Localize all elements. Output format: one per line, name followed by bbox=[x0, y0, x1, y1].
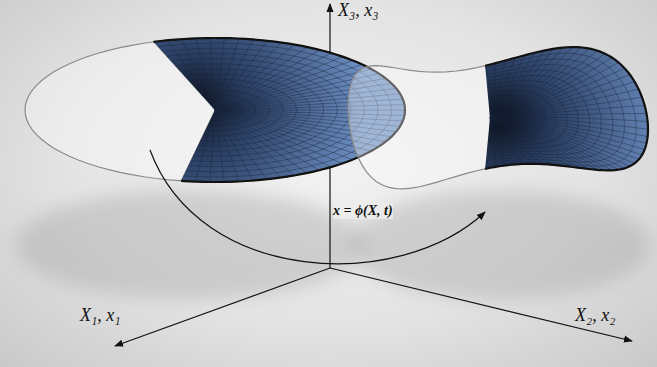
mesh-line bbox=[490, 118, 495, 167]
mapping-label: x = ϕ(X, t) bbox=[333, 203, 393, 219]
mesh-line bbox=[210, 110, 215, 182]
mesh-line bbox=[215, 60, 353, 110]
mesh-line bbox=[486, 53, 636, 166]
mesh-line bbox=[490, 118, 605, 170]
mesh-line bbox=[490, 118, 554, 165]
mesh-line bbox=[215, 65, 362, 110]
mesh-line bbox=[490, 118, 597, 170]
mesh-line bbox=[215, 110, 371, 151]
mesh-line bbox=[490, 118, 612, 170]
mesh-line bbox=[490, 118, 589, 169]
mesh-line bbox=[490, 47, 581, 118]
mesh-line bbox=[215, 110, 331, 167]
mesh-line bbox=[490, 118, 534, 164]
reference-surface bbox=[348, 47, 648, 189]
mesh-line bbox=[490, 75, 630, 118]
mesh-line bbox=[490, 118, 505, 165]
mesh-line bbox=[215, 110, 281, 178]
mesh-line bbox=[210, 38, 215, 110]
mesh-line bbox=[215, 39, 253, 110]
mesh-line bbox=[215, 39, 239, 110]
mesh-line bbox=[215, 110, 353, 160]
mesh-line bbox=[485, 118, 490, 169]
mesh-line bbox=[490, 118, 625, 168]
shell-mesh-fill bbox=[485, 47, 648, 170]
mesh-line bbox=[490, 118, 646, 143]
mesh-line bbox=[167, 40, 215, 110]
mapping-arrow bbox=[150, 150, 485, 264]
mesh-line bbox=[215, 110, 224, 182]
mesh-line bbox=[215, 41, 267, 110]
mesh-line bbox=[490, 105, 645, 118]
mesh-line bbox=[215, 110, 239, 181]
mesh-line bbox=[490, 118, 581, 168]
mesh-line bbox=[490, 118, 563, 166]
mesh-line bbox=[215, 110, 307, 173]
mesh-line bbox=[181, 110, 215, 181]
mesh-line bbox=[215, 50, 320, 110]
mesh-line bbox=[182, 39, 215, 110]
shell-mesh bbox=[485, 47, 648, 170]
mesh-line bbox=[215, 110, 253, 181]
shadow bbox=[15, 190, 365, 300]
coordinate-axis bbox=[115, 268, 330, 346]
mesh-line bbox=[215, 110, 319, 170]
axis-label: X₃, x₃ bbox=[338, 0, 379, 21]
shell-edge bbox=[485, 47, 648, 170]
mesh-line bbox=[487, 59, 625, 164]
mesh-line bbox=[195, 110, 215, 182]
mesh-line bbox=[196, 38, 215, 110]
mesh-line bbox=[485, 66, 490, 118]
mesh-line bbox=[215, 110, 342, 163]
mesh-line bbox=[490, 118, 619, 170]
mesh-line bbox=[490, 68, 625, 118]
mesh-line bbox=[215, 57, 342, 110]
mesh-line bbox=[490, 58, 612, 118]
coordinate-axis bbox=[330, 268, 632, 341]
axis-label: X₁, x₁ bbox=[80, 305, 121, 326]
axis-label: X₂, x₂ bbox=[575, 305, 616, 326]
mesh-line bbox=[490, 82, 635, 118]
mesh-line bbox=[490, 47, 572, 118]
mesh-line bbox=[215, 110, 294, 175]
mesh-line bbox=[485, 47, 648, 170]
mesh-line bbox=[215, 45, 294, 110]
mesh-line bbox=[490, 118, 544, 164]
mesh-line bbox=[490, 118, 572, 167]
